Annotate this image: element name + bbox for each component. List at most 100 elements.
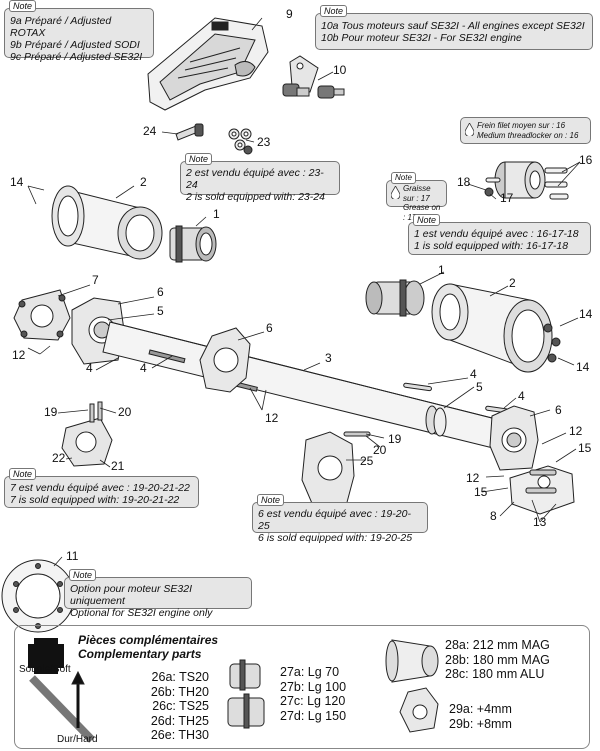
callout-15: 15 [578,441,592,455]
complementary-title-en: Complementary parts [78,647,202,661]
callout-24: 24 [143,124,157,138]
note-title: Note [257,494,285,506]
hub-length: 27d: Lg 150 [280,708,347,723]
hub-length: 27a: Lg 70 [280,665,340,679]
callout-6: 6 [555,403,562,417]
callout-9: 9 [286,7,293,21]
note-7-equipped: Note 7 est vendu équipé avec : 19-20-21-… [4,468,199,508]
note-title: Note [391,172,416,184]
part-2-wheel-hub-upper [51,185,163,260]
note-title: Note [320,5,348,17]
note-se32i-line-2: Optional for SE32I engine only [70,607,213,619]
drop-icon [465,123,474,136]
complementary-title: Pièces complémentaires Complementary par… [78,633,218,661]
callout-17: 17 [500,191,514,205]
note-2-line-2: 2 is sold equipped with: 23-24 [186,191,325,203]
hub-length: 27c: Lg 120 [280,694,346,708]
callout-4: 4 [518,389,525,403]
wheel-hub: 28a: 212 mm MAG [445,638,550,652]
note-title: Note [9,0,37,12]
callout-11: 11 [66,549,79,563]
callout-14: 14 [576,360,590,374]
callout-3: 3 [325,351,332,365]
callout-18: 18 [457,175,471,189]
callout-22: 22 [52,451,66,465]
callout-23: 23 [257,135,271,149]
part-9-chain-guard [147,17,269,111]
note-grease-line-1: Graisse sur : 17 [403,184,431,203]
callout-4: 4 [140,361,147,375]
complementary-title-fr: Pièces complémentaires [78,633,219,647]
note-7-line-2: 7 is sold equipped with: 19-20-21-22 [10,494,180,506]
complementary-parts-panel: Pièces complémentaires Complementary par… [14,625,590,749]
axle-variant: 26b: TH20 [150,684,209,699]
drop-icon [391,186,400,199]
note-6-line-1: 6 est vendu équipé avec : 19-20-25 [258,508,411,532]
note-title: Note [413,214,441,226]
part-8-bracket [509,465,575,515]
part-6-bearing-holder-middle [199,327,251,393]
note-se32i: Note Option pour moteur SE32I uniquement… [64,569,252,619]
note-1-line-1: 1 est vendu équipé avec : 16-17-18 [414,228,579,240]
note-6-equipped: Note 6 est vendu équipé avec : 19-20-25 … [252,494,428,544]
complementary-drawings [28,638,439,743]
note-title: Note [69,569,97,581]
axle-variant: 26c: TS25 [152,699,209,713]
callout-4: 4 [470,367,477,381]
note-1-equipped: Note 1 est vendu équipé avec : 16-17-18 … [408,214,591,255]
callout-2: 2 [140,175,147,189]
note-title: Note [9,468,37,480]
note-adjusted-line-2: 9b Préparé / Adjusted SODI [10,39,140,51]
note-threadlocker: Frein filet moyen sur : 16 Medium thread… [460,117,591,144]
callout-7: 7 [92,273,99,287]
part-1-hub-sleeve-lower [365,279,425,317]
note-adjusted-line-3: 9c Préparé / Adjusted SE32I [10,51,143,63]
axle-variants: 26a: TS20 26b: TH20 26c: TS25 26d: TH25 … [127,670,209,743]
callout-4: 4 [86,361,93,375]
axle-variant: 26d: TH25 [150,713,209,728]
callout-5: 5 [476,380,483,394]
note-threadlocker-line-1: Frein filet moyen sur : 16 [477,121,566,130]
callout-19: 19 [388,432,402,446]
note-grease-line-2: Grease on : 17 [403,203,441,222]
part-10-bracket [282,55,345,99]
wheel-hubs: 28a: 212 mm MAG 28b: 180 mm MAG 28c: 180… [445,638,550,682]
callout-5: 5 [157,304,164,318]
bearing-offsets: 29a: +4mm 29b: +8mm [449,702,512,731]
leader-lines [27,17,581,567]
wheel-hub: 28b: 180 mm MAG [445,652,550,667]
callout-13: 13 [533,515,547,529]
bearing-offset: 29a: +4mm [449,702,512,716]
callout-8: 8 [490,509,497,523]
callout-6: 6 [266,321,273,335]
callout-1: 1 [213,207,220,221]
part-2-wheel-hub-lower [431,283,561,373]
note-2-line-1: 2 est vendu équipé avec : 23-24 [186,167,324,191]
part-23-washers [228,128,253,155]
part-7-sprocket-carrier-lower [61,401,113,467]
callout-12: 12 [12,348,26,362]
bearing-offset: 29b: +8mm [449,716,512,731]
part-5-collar [403,382,512,437]
callout-12: 12 [466,471,480,485]
part-11-plate [1,559,75,633]
part-24-screw [175,123,204,141]
note-grease: Note Graisse sur : 17 Grease on : 17 [386,172,447,222]
part-25-bearing-holder [301,431,371,509]
note-threadlocker-line-2: Medium threadlocker on : 16 [477,130,579,140]
note-adjusted: Note 9a Préparé / Adjusted ROTAX 9b Prép… [4,0,154,63]
note-title: Note [185,153,213,165]
callout-12: 12 [569,424,583,438]
callout-16: 16 [579,153,593,167]
callout-20: 20 [118,405,132,419]
note-1-line-2: 1 is sold equipped with: 16-17-18 [414,240,569,252]
part-16-bearing-assembly [484,161,569,200]
callout-19: 19 [44,405,58,419]
hard-label: Dur/Hard [57,734,98,745]
part-7-sprocket-carrier [13,289,71,341]
wheel-hub: 28c: 180 mm ALU [445,667,545,681]
hub-length: 27b: Lg 100 [280,679,347,694]
hub-lengths: 27a: Lg 70 27b: Lg 100 27c: Lg 120 27d: … [280,665,346,723]
callout-15: 15 [474,485,488,499]
